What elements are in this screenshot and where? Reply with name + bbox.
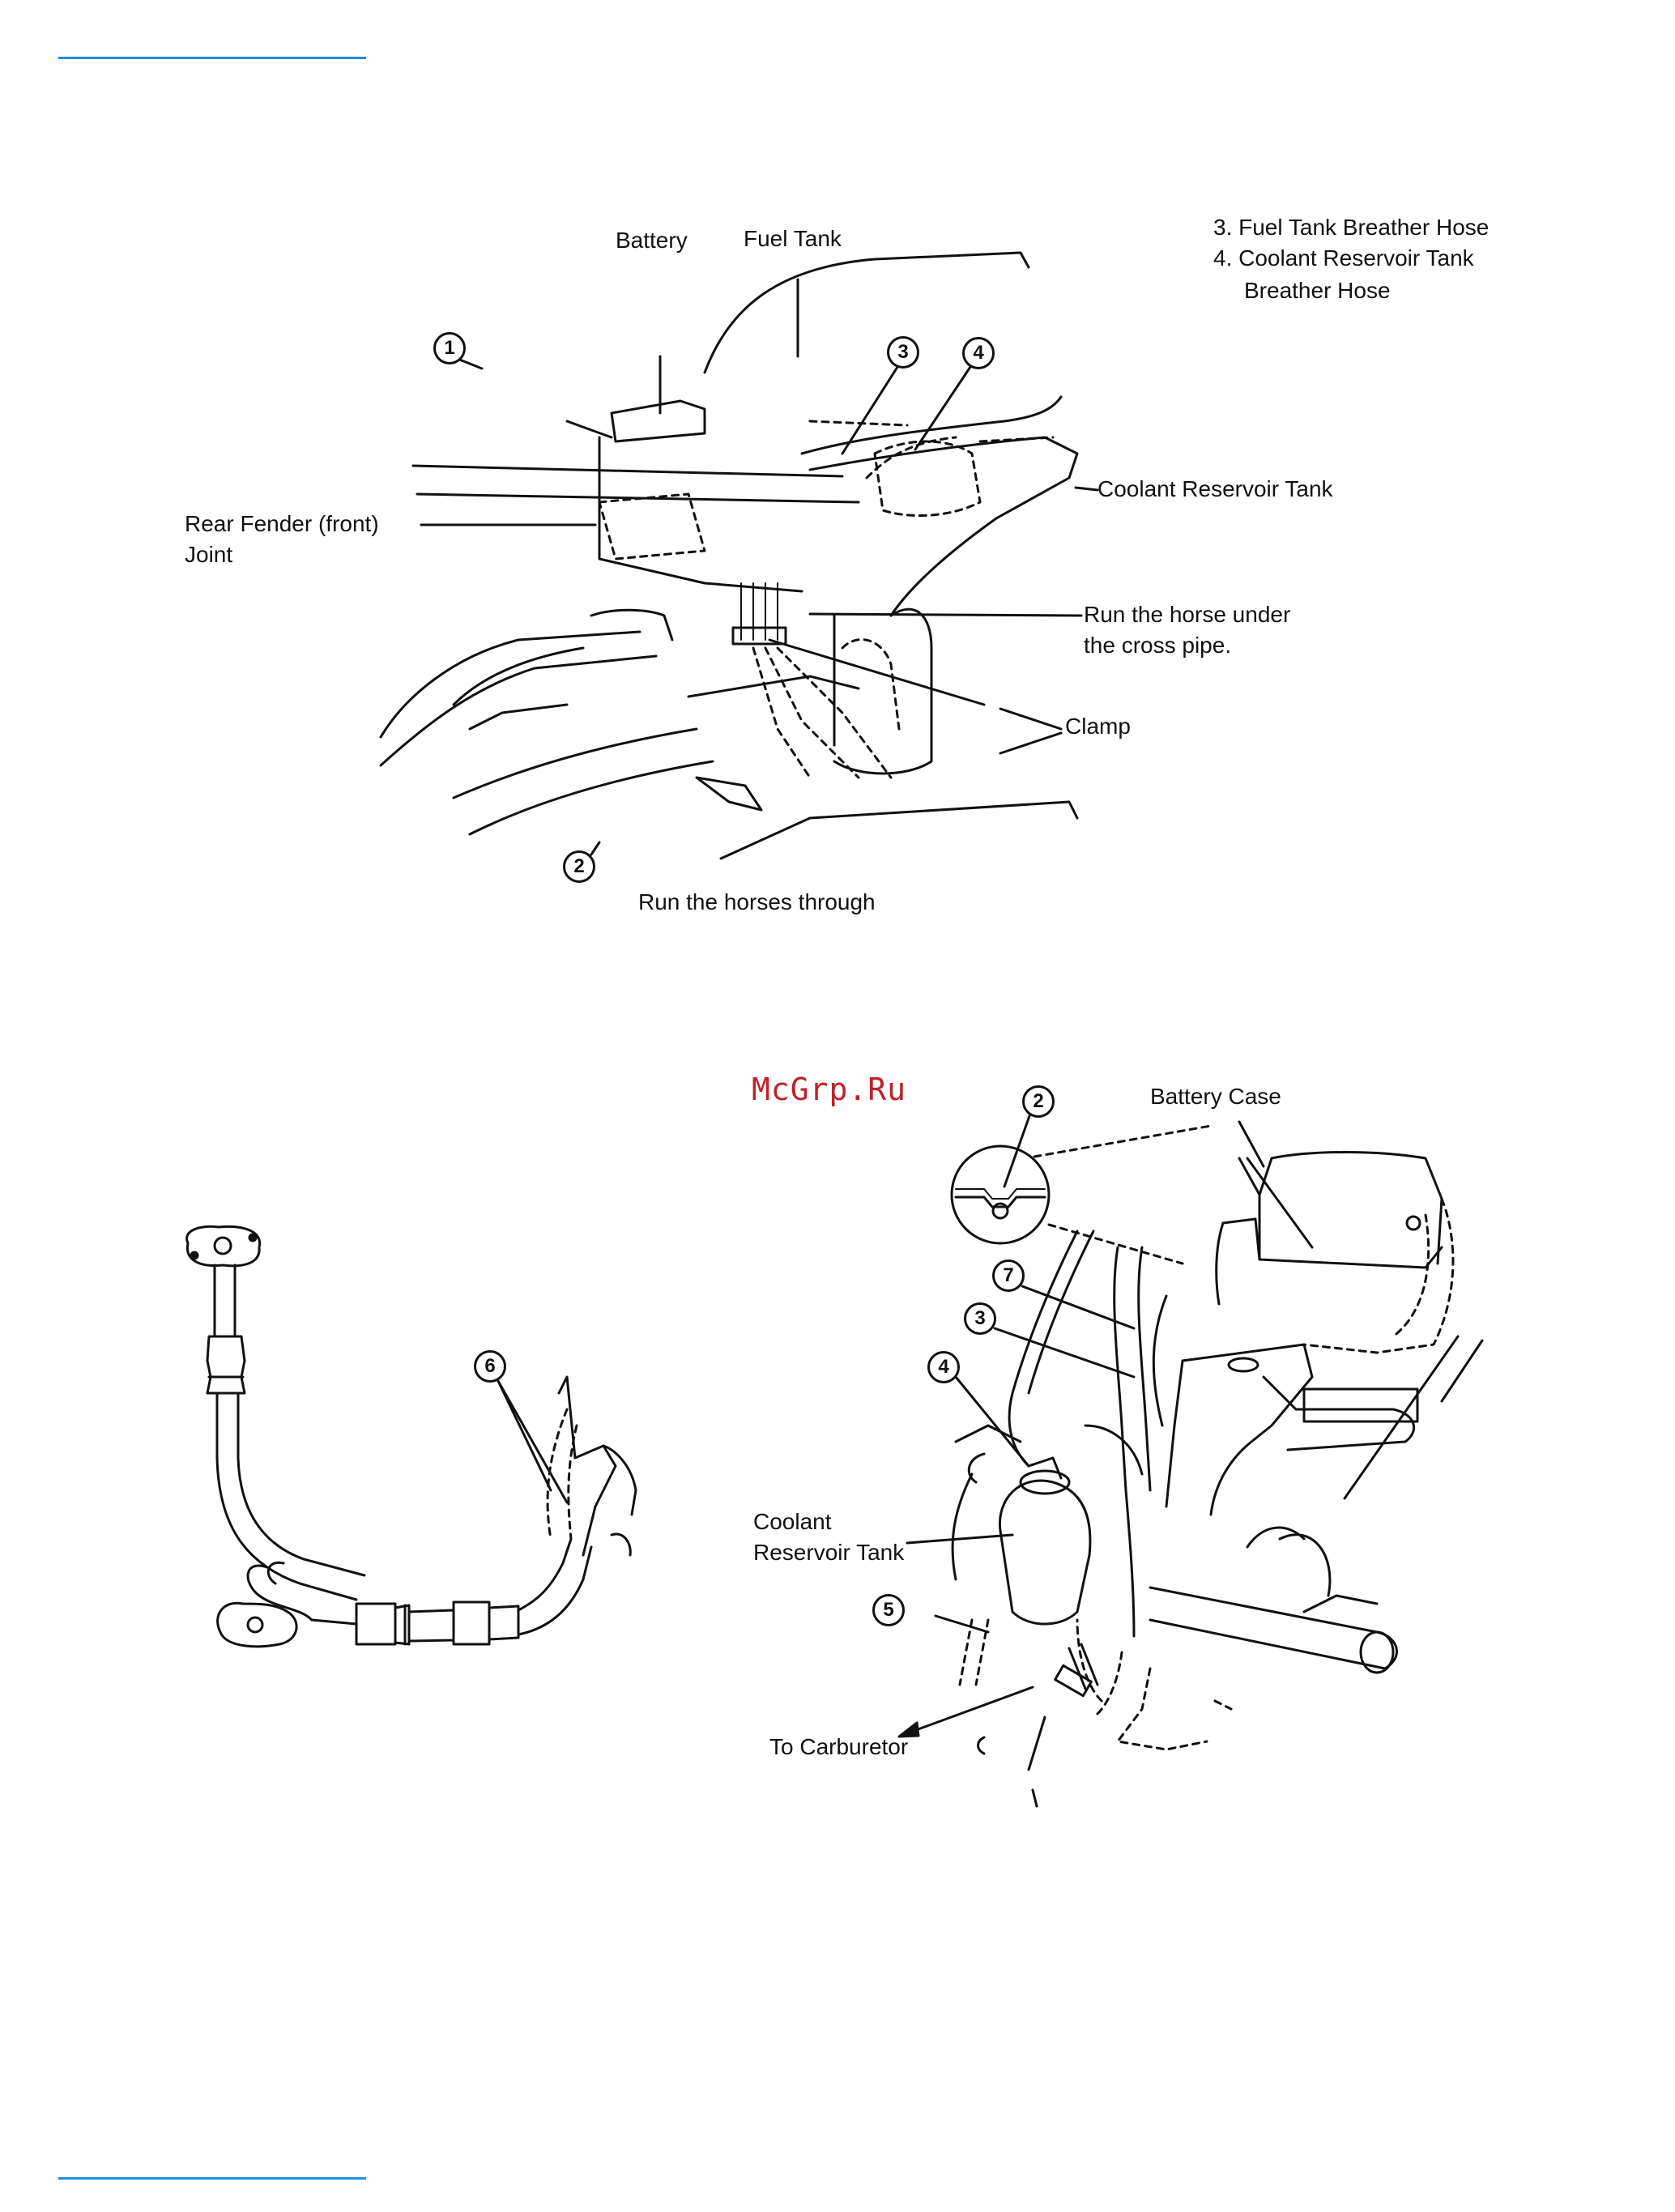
callout-2-fig3: 2	[1022, 1085, 1055, 1118]
to-carburetor-label: To Carburetor	[769, 1732, 908, 1762]
callout-3-fig3: 3	[964, 1302, 996, 1335]
callout-5: 5	[872, 1594, 905, 1626]
callout-4-fig3: 4	[927, 1351, 960, 1383]
callout-7: 7	[992, 1259, 1025, 1292]
battery-case-label: Battery Case	[1150, 1081, 1281, 1112]
coolant-reservoir-tank-label-fig3-line2: Reservoir Tank	[753, 1537, 904, 1568]
coolant-reservoir-tank-label-fig3-line1: Coolant	[753, 1507, 832, 1537]
